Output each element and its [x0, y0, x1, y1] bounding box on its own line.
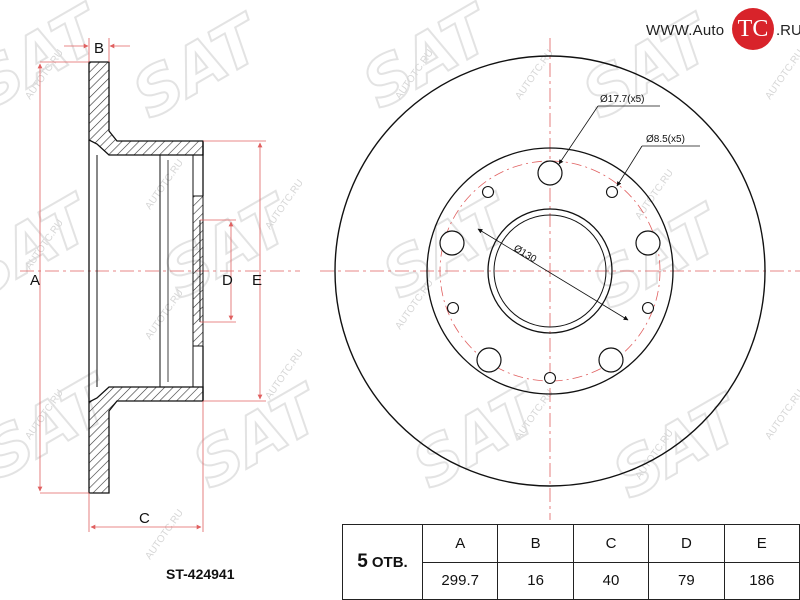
- bolt-hole-label: Ø17.7(x5): [600, 94, 644, 105]
- watermark-brand: SAT: [121, 1, 277, 134]
- watermark-brand: SAT: [401, 371, 557, 504]
- watermark-text: AUTOTC.RU: [143, 158, 185, 212]
- dimension-c-label: C: [139, 510, 150, 527]
- dimension-a-label: A: [30, 272, 40, 289]
- pcd-circle: [439, 160, 661, 382]
- bolt-hole: [476, 347, 502, 373]
- dimension-b-label: B: [94, 40, 104, 57]
- table-value-b: 16: [498, 562, 574, 600]
- dimension-e-label: E: [252, 272, 262, 289]
- dimension-d-label: D: [222, 272, 233, 289]
- bolt-hole: [439, 230, 465, 256]
- watermark-brand: SAT: [0, 181, 107, 314]
- watermark-text: AUTOTC.RU: [143, 288, 185, 342]
- holes-cell: 5 ОТВ.: [343, 525, 423, 600]
- table-header-b: B: [498, 525, 574, 563]
- hat-outer-edge: [426, 147, 674, 395]
- watermark-brand: SAT: [181, 371, 337, 504]
- brand-logo: WWW.Auto TC .RU: [640, 8, 800, 50]
- disc-outer-edge: [334, 55, 766, 487]
- logo-url-prefix: WWW.Auto: [646, 22, 725, 39]
- side-section-view: A B C D E: [20, 38, 300, 532]
- holes-count: 5: [357, 551, 368, 572]
- small-hole: [543, 371, 557, 385]
- table-value-c: 40: [573, 562, 650, 600]
- small-hole: [641, 301, 655, 315]
- spec-table: 5 ОТВ. A B C D E 299.7 16 40 79 186: [342, 524, 800, 600]
- pcd-label: Ø130: [511, 243, 538, 265]
- logo-url-suffix: .RU: [776, 22, 800, 39]
- table-value-a: 299.7: [423, 562, 499, 600]
- small-hole: [446, 301, 460, 315]
- bolt-hole: [537, 160, 563, 186]
- table-header-e: E: [724, 525, 800, 563]
- watermark: SAT SAT SAT SAT SAT SAT SAT SAT SAT SAT …: [0, 0, 800, 562]
- table-header-d: D: [649, 525, 725, 563]
- small-hole: [481, 185, 495, 199]
- table-value-d: 79: [649, 562, 725, 600]
- logo-badge: TC: [732, 8, 774, 50]
- part-number: ST-424941: [166, 566, 235, 582]
- holes-label: ОТВ.: [371, 553, 408, 571]
- pcd-dimension-line: [477, 228, 629, 321]
- table-value-e: 186: [724, 562, 800, 600]
- bolt-hole: [635, 230, 661, 256]
- bolt-hole: [598, 347, 624, 373]
- table-header-a: A: [423, 525, 499, 563]
- small-hole-label: Ø8.5(x5): [646, 134, 685, 145]
- small-hole: [605, 185, 619, 199]
- table-header-c: C: [573, 525, 650, 563]
- watermark-text: AUTOTC.RU: [763, 388, 800, 442]
- watermark-brand: SAT: [601, 381, 757, 514]
- watermark-text: AUTOTC.RU: [763, 48, 800, 102]
- hub-face-section: [193, 195, 204, 347]
